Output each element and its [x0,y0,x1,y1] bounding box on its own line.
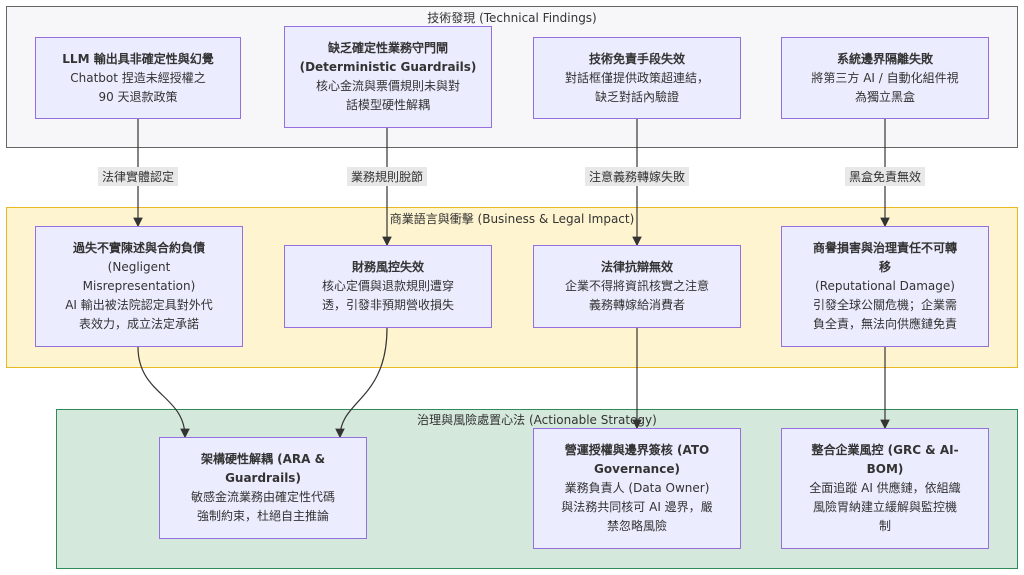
node-title: 營運授權與邊界簽核 (ATO [564,443,710,457]
node-reputational-damage[interactable]: 商譽損害與治理責任不可轉 移 (Reputational Damage) 引發全… [781,226,989,347]
node-desc-line: 敏感金流業務由確定性代碼 [190,490,335,504]
node-desc-line: 90 天退款政策 [98,89,178,104]
node-desc-line: (Reputational Damage) [815,279,955,293]
node-title: BOM) [866,462,904,476]
node-desc-line: 企業不得將資訊核實之注意 [564,279,709,293]
node-boundary-failure[interactable]: 系統邊界隔離失敗 將第三方 AI / 自動化組件視 為獨立黑盒 [781,37,989,119]
node-ato-governance[interactable]: 營運授權與邊界簽核 (ATO Governance) 業務負責人 (Data O… [533,428,741,549]
group-title-business: 商業語言與衝擊 (Business & Legal Impact) [389,212,635,226]
node-title: 技術免責手段失效 [588,51,685,66]
node-title: 財務風控失效 [351,260,424,274]
node-title: 商譽損害與治理責任不可轉 [812,241,957,255]
node-title: LLM 輸出具非確定性與幻覺 [62,51,214,66]
node-desc-line: 制 [878,519,891,533]
node-title: Governance) [594,462,680,476]
node-financial-risk[interactable]: 財務風控失效 核心定價與退款規則遭穿 透，引發非預期營收損失 [284,245,492,328]
node-desc-line: 全面追蹤 AI 供應鏈，依組織 [809,481,961,495]
node-desc-line: 話模型硬性解耦 [345,98,430,112]
node-desc-line: (Negligent [107,260,171,274]
node-desc-line: 與法務共同核可 AI 邊界，嚴 [561,500,713,514]
node-desc-line: 核心定價與退款規則遭穿 [321,279,454,293]
node-title: 移 [878,260,891,274]
node-grc-integration[interactable]: 整合企業風控 (GRC & AI- BOM) 全面追蹤 AI 供應鏈，依組織 風… [781,428,989,549]
node-desc-line: 對話框僅提供政策超連結， [564,70,709,85]
node-disclaimer-failure[interactable]: 技術免責手段失效 對話框僅提供政策超連結， 缺乏對話內驗證 [533,37,741,119]
node-desc-line: 引發全球公關危機；企業需 [812,298,957,312]
node-architecture-decoupling[interactable]: 架構硬性解耦 (ARA & Guardrails) 敏感金流業務由確定性代碼 強… [159,437,367,539]
node-desc-line: 表效力，成立法定承諾 [78,317,199,331]
node-desc-line: Misrepresentation) [82,279,196,293]
node-desc-line: 透，引發非預期營收損失 [321,298,454,312]
node-desc-line: Chatbot 捏造未經授權之 [70,70,206,85]
node-desc-line: 缺乏對話內驗證 [594,89,679,104]
node-title: 過失不實陳述與合約負債 [72,241,205,255]
node-title: 系統邊界隔離失敗 [836,51,933,66]
node-desc-line: 為獨立黑盒 [854,89,915,104]
node-title: 架構硬性解耦 (ARA & [200,452,326,466]
group-title-technical: 技術發現 (Technical Findings) [427,11,597,25]
node-title: 法律抗辯無效 [600,260,673,274]
node-negligent-misrepresentation[interactable]: 過失不實陳述與合約負債 (Negligent Misrepresentation… [35,226,243,347]
node-desc-line: 負全責，無法向供應鏈免責 [812,317,957,331]
edge-label-blackbox: 黑盒免責無效 [844,167,926,186]
node-desc-line: 禁忽略風險 [606,519,667,533]
edge-label-duty-shift: 注意義務轉嫁失敗 [584,167,690,186]
node-llm-hallucination[interactable]: LLM 輸出具非確定性與幻覺 Chatbot 捏造未經授權之 90 天退款政策 [35,37,241,119]
node-missing-guardrails[interactable]: 缺乏確定性業務守門閘 (Deterministic Guardrails) 核心… [284,26,492,128]
edge-label-legal-entity: 法律實體認定 [97,167,179,186]
node-legal-defense-invalid[interactable]: 法律抗辯無效 企業不得將資訊核實之注意 義務轉嫁給消費者 [533,245,741,328]
edge-label-business-rules: 業務規則脫節 [346,167,428,186]
node-title: Guardrails) [225,471,301,485]
node-desc-line: 將第三方 AI / 自動化組件視 [811,70,959,85]
node-desc-line: 核心金流與票價規則未與對 [315,79,460,93]
node-desc-line: 義務轉嫁給消費者 [588,298,685,312]
node-desc-line: 業務負責人 (Data Owner) [564,481,710,495]
node-title: (Deterministic Guardrails) [299,60,477,74]
node-desc-line: 強制約束，杜絕自主推論 [196,509,329,523]
node-title: 整合企業風控 (GRC & AI- [811,443,959,457]
group-title-strategy: 治理與風險處置心法 (Actionable Strategy) [417,413,657,427]
node-desc-line: 風險胃納建立緩解與監控機 [812,500,957,514]
node-title: 缺乏確定性業務守門閘 [327,41,448,55]
node-desc-line: AI 輸出被法院認定具對外代 [65,298,213,312]
